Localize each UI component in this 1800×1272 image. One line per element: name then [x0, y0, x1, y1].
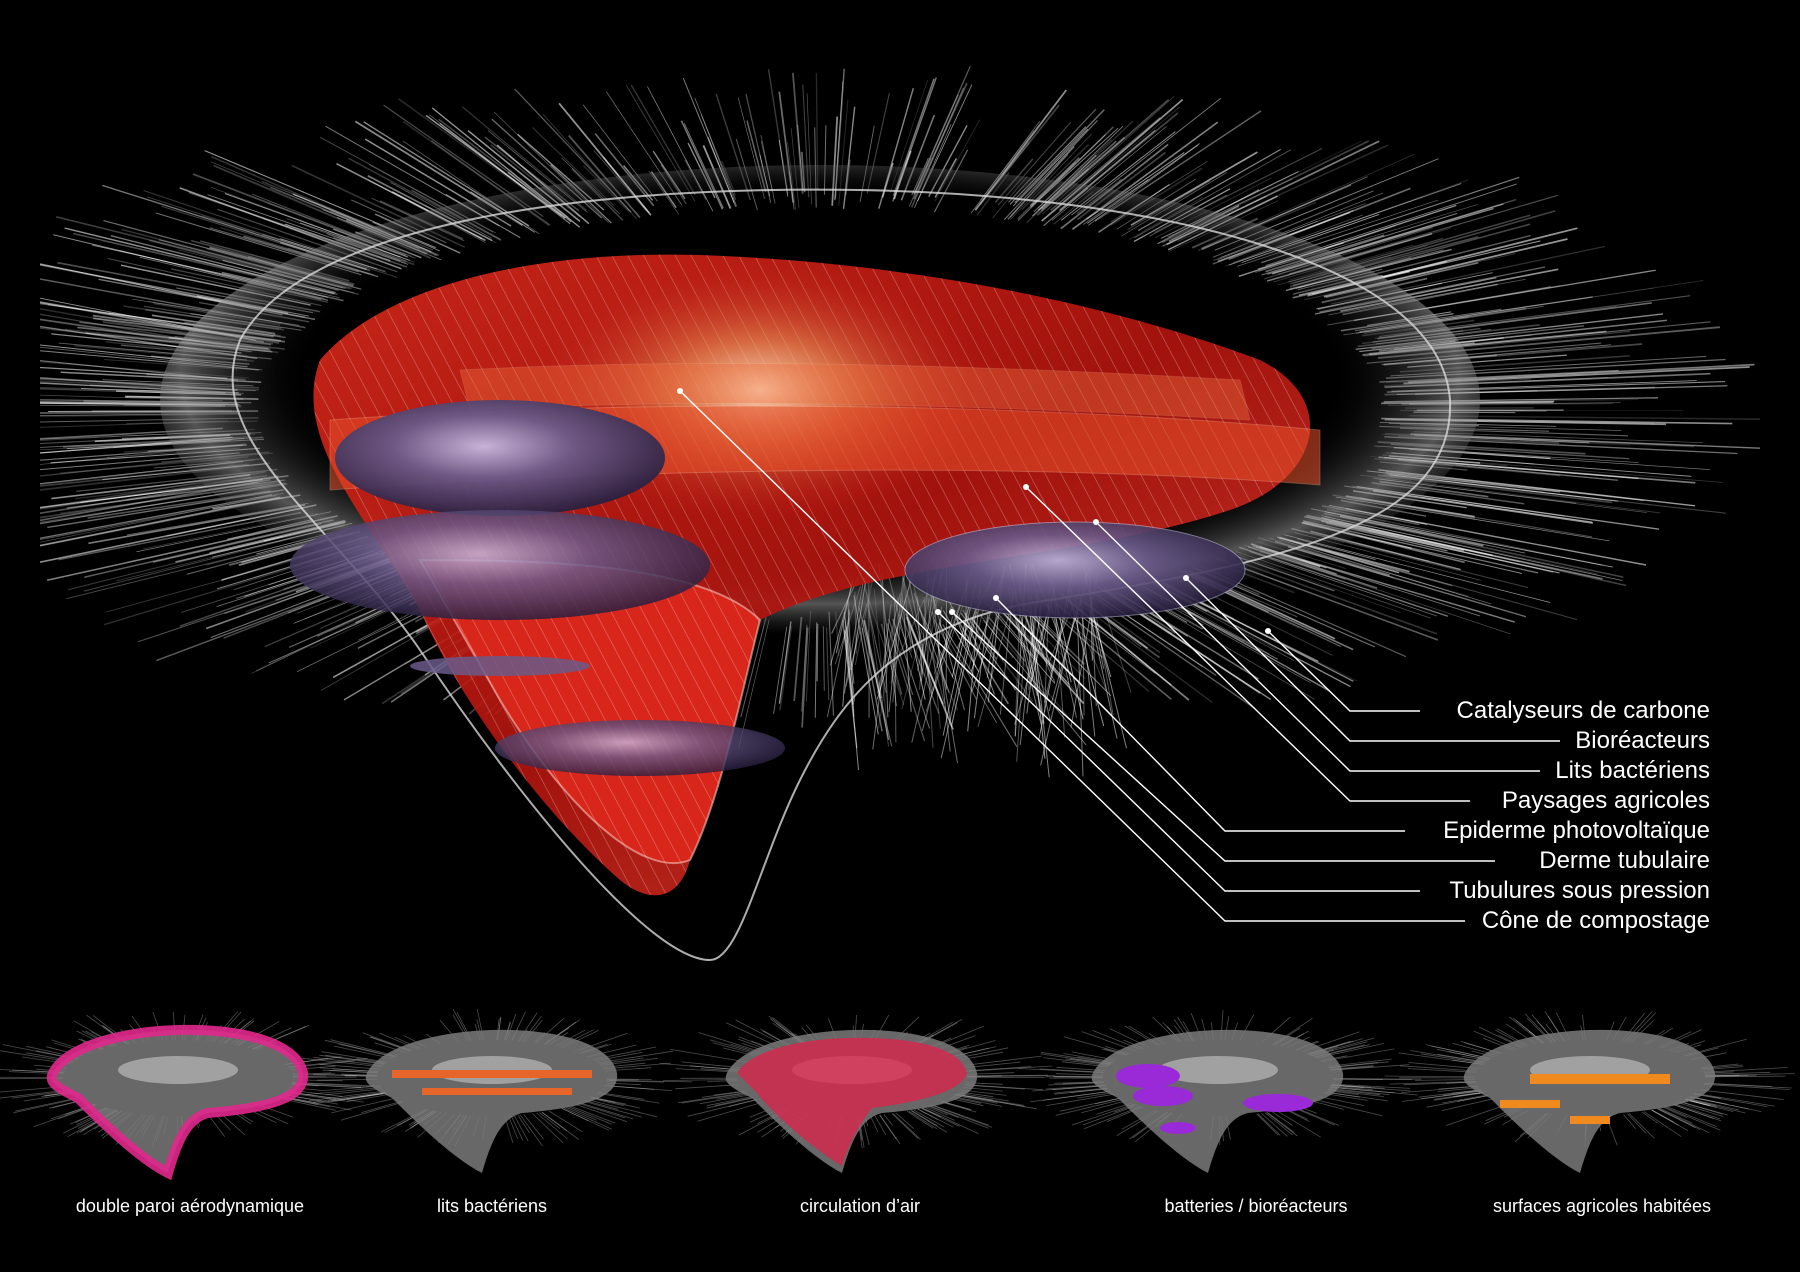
caption-circulation-air: circulation d’air	[799, 1196, 921, 1216]
caption-lits-bacteriens: lits bactériens	[436, 1196, 548, 1216]
label-bioreacteurs: Bioréacteurs	[1575, 727, 1710, 754]
caption-double-paroi: double paroi aérodynamique	[75, 1196, 305, 1216]
bioreactor-pod-left	[335, 400, 665, 516]
label-lits-bacteriens: Lits bactériens	[1555, 757, 1710, 784]
thumbnail-4	[1018, 1010, 1422, 1173]
thumbnail-row	[0, 1008, 1795, 1181]
thumbnail-5	[1384, 1011, 1795, 1173]
label-paysages-agricoles: Paysages agricoles	[1501, 787, 1710, 814]
label-epiderme-photovoltaique: Epiderme photovoltaïque	[1443, 817, 1710, 844]
thumbnail-2	[301, 1008, 693, 1173]
bioreactor-pod-cone	[495, 720, 785, 776]
thumbnail-1	[0, 1011, 382, 1181]
label-cone-compostage: Cône de compostage	[1481, 907, 1710, 934]
callout-leaders	[679, 390, 1560, 922]
thumbnail-3	[659, 1014, 1055, 1173]
upper-band	[459, 362, 1251, 421]
cone-hatch	[420, 560, 760, 864]
callout-dots	[677, 388, 1271, 634]
bioreactor-pod-middle	[290, 510, 710, 620]
bioreactor-pod-right	[904, 521, 1246, 619]
label-tubulures-sous-pression: Tubulures sous pression	[1449, 877, 1710, 904]
bioreactor-pod-lower	[410, 656, 590, 676]
label-catalyseurs-carbone: Catalyseurs de carbone	[1456, 697, 1710, 724]
label-derme-tubulaire: Derme tubulaire	[1539, 847, 1710, 874]
caption-batteries-bioreacteurs: batteries / bioréacteurs	[1164, 1196, 1348, 1216]
caption-surfaces-agricoles: surfaces agricoles habitées	[1492, 1196, 1712, 1216]
